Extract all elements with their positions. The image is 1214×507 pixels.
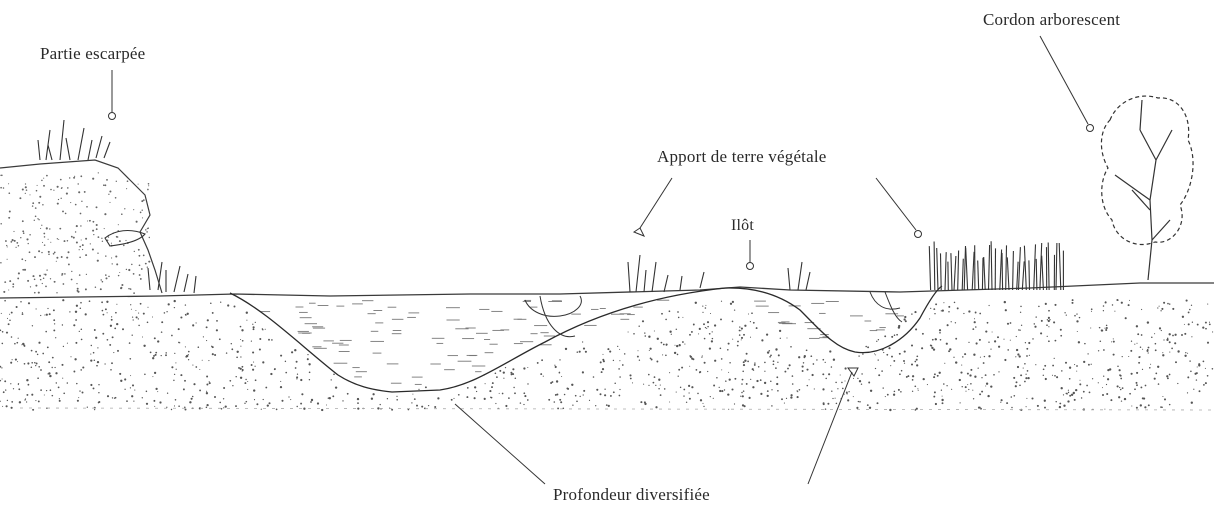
leader-apport-left	[640, 178, 672, 228]
bank-stipple	[0, 172, 150, 294]
soil-stipple	[0, 299, 1213, 411]
label-cordon-arborescent: Cordon arborescent	[983, 10, 1120, 30]
leader-profondeur-left	[455, 404, 545, 484]
label-profondeur-diversifiee: Profondeur diversifiée	[553, 485, 710, 505]
label-ilot: Ilôt	[731, 217, 754, 235]
steep-bank-rock	[105, 231, 145, 246]
bank-grass	[38, 120, 196, 293]
water-hatching	[260, 300, 904, 384]
label-partie-escarpee: Partie escarpée	[40, 44, 145, 64]
label-apport-terre-vegetale: Apport de terre végétale	[657, 147, 827, 167]
reed-bed	[929, 241, 1063, 290]
ground-line	[0, 283, 1214, 298]
tree	[1101, 96, 1193, 280]
leader-cordon	[1040, 36, 1088, 124]
island-grass	[628, 255, 810, 292]
leader-apport-right	[876, 178, 916, 230]
shrub-cluster	[525, 292, 902, 337]
